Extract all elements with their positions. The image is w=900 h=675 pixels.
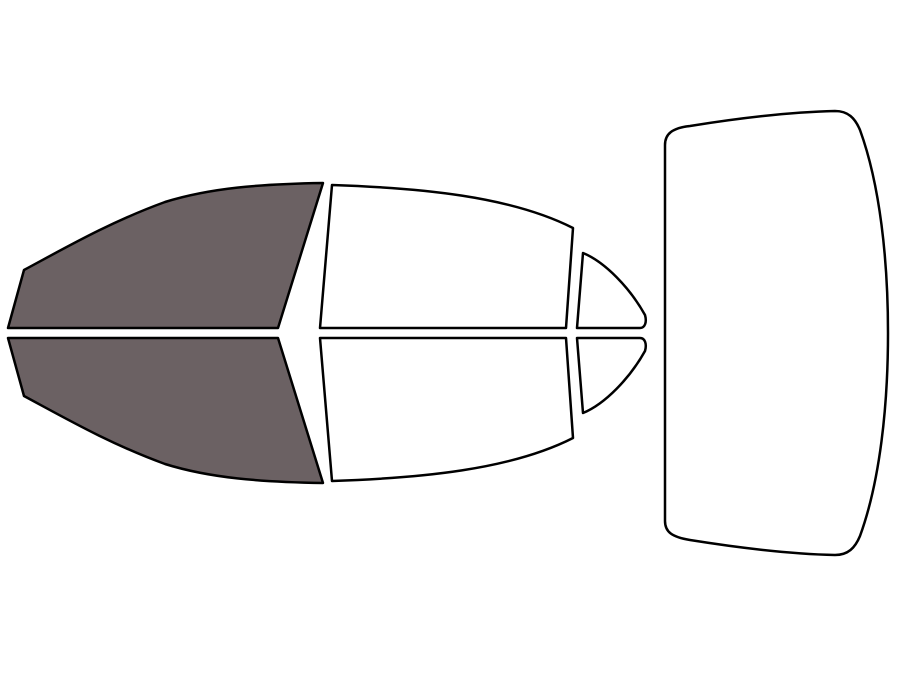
front-passenger-window[interactable] bbox=[6, 336, 325, 485]
rear-driver-window[interactable] bbox=[318, 183, 575, 330]
rear-windshield[interactable] bbox=[663, 109, 890, 557]
rear-passenger-window[interactable] bbox=[318, 336, 575, 483]
front-driver-window[interactable] bbox=[6, 181, 325, 330]
rear-driver-quarter-window[interactable] bbox=[575, 251, 648, 330]
rear-passenger-quarter-window[interactable] bbox=[575, 336, 648, 415]
